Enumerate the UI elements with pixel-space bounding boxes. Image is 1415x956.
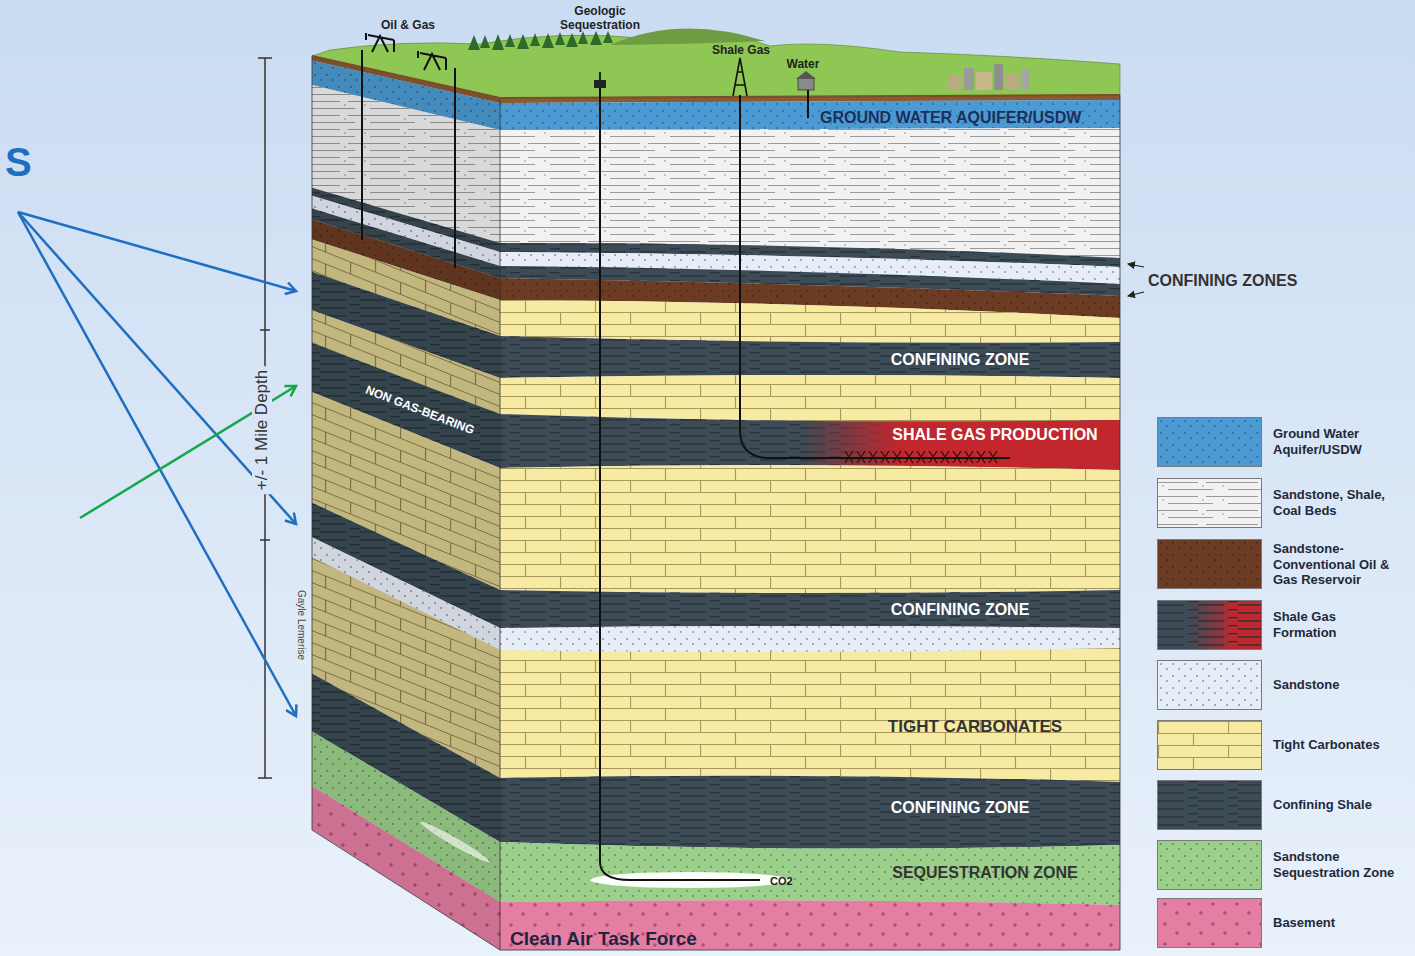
surface-label: Geologic Sequestration xyxy=(552,4,648,32)
layer-label: NON GAS-BEARING xyxy=(364,383,477,437)
rock-texture xyxy=(500,626,1120,652)
water-house xyxy=(796,71,816,90)
callout-letter: S xyxy=(5,140,32,185)
rock-layer xyxy=(500,375,1120,422)
credit: Gayle Lemerise xyxy=(296,590,307,660)
injection-wellhead xyxy=(594,72,606,88)
legend-swatch xyxy=(1157,600,1262,650)
swatch-texture xyxy=(1158,540,1262,589)
legend-swatch xyxy=(1157,660,1262,710)
legend-swatch xyxy=(1157,720,1262,770)
legend-text: Sandstone, Shale, Coal Beds xyxy=(1273,487,1401,518)
zone-label: CONFINING ZONES xyxy=(1148,272,1297,290)
side-shade xyxy=(312,56,500,950)
legend-swatch xyxy=(1157,539,1262,589)
legend-text: Basement xyxy=(1273,915,1401,931)
layer-label: SEQUESTRATION ZONE xyxy=(892,864,1078,882)
layer-label: CONFINING ZONE xyxy=(891,351,1030,369)
swatch-pattern xyxy=(1158,841,1262,890)
rock-layer xyxy=(500,414,1120,470)
legend-text: Tight Carbonates xyxy=(1273,737,1401,753)
swatch-pattern xyxy=(1158,479,1262,528)
swatch-pattern xyxy=(1158,601,1262,650)
swatch-texture xyxy=(1158,899,1262,948)
legend-text: Sandstone xyxy=(1273,677,1401,693)
swatch-texture xyxy=(1158,841,1262,890)
swatch-pattern xyxy=(1158,418,1262,467)
rock-texture xyxy=(500,842,1120,905)
rock-layer xyxy=(500,128,1120,258)
rock-layer xyxy=(500,300,1120,343)
rock-texture xyxy=(500,590,1120,628)
legend-swatch xyxy=(1157,840,1262,890)
zone-pointers xyxy=(1128,264,1144,296)
rock-layers xyxy=(312,56,1120,950)
swatch-pattern xyxy=(1158,781,1262,830)
rock-texture xyxy=(500,465,1120,593)
layer-label: CONFINING ZONE xyxy=(891,601,1030,619)
swatch-texture xyxy=(1158,601,1262,650)
credit: Clean Air Task Force xyxy=(510,928,697,950)
rock-layer xyxy=(500,626,1120,652)
rock-layer xyxy=(500,336,1120,378)
swatch-pattern xyxy=(1158,661,1262,710)
surface-label: Shale Gas xyxy=(712,43,770,57)
co2-plume xyxy=(418,819,491,866)
rock-texture xyxy=(500,100,1120,130)
swatch-texture xyxy=(1158,721,1262,770)
swatch-pattern xyxy=(1158,899,1262,948)
surface-label: Water xyxy=(787,57,820,71)
layer-label: SHALE GAS PRODUCTION xyxy=(892,426,1097,444)
rock-texture xyxy=(500,128,1120,258)
soil-edge xyxy=(312,56,1120,98)
swatch-gradient xyxy=(1158,601,1262,650)
layer-label: TIGHT CARBONATES xyxy=(888,717,1062,737)
legend-swatch xyxy=(1157,478,1262,528)
swatch-pattern xyxy=(1158,721,1262,770)
swatch-texture xyxy=(1158,479,1262,528)
legend-text: Sandstone-Conventional Oil & Gas Reservo… xyxy=(1273,541,1401,588)
swatch-pattern xyxy=(1158,540,1262,589)
rock-texture xyxy=(500,648,1120,782)
legend-text: Ground Water Aquifer/USDW xyxy=(1273,426,1401,457)
legend-swatch xyxy=(1157,898,1262,948)
gas-zone xyxy=(500,414,1120,470)
rock-layer xyxy=(500,465,1120,593)
rock-texture xyxy=(500,414,1120,470)
rock-texture xyxy=(500,336,1120,378)
rock-layer xyxy=(500,842,1120,905)
rock-layer xyxy=(500,648,1120,782)
legend-swatch xyxy=(1157,780,1262,830)
gas-label: CO2 xyxy=(770,875,793,887)
surface-label: Oil & Gas xyxy=(381,18,435,32)
rock-layer xyxy=(500,776,1120,849)
swatch-texture xyxy=(1158,418,1262,467)
drilling-rig xyxy=(733,58,747,96)
block-outline xyxy=(312,56,1120,950)
legend-text: Shale Gas Formation xyxy=(1273,609,1401,640)
buildings xyxy=(948,64,1030,90)
pointer-arrows xyxy=(18,212,296,716)
legend-text: Sandstone Sequestration Zone xyxy=(1273,849,1401,880)
pumpjacks xyxy=(366,33,446,70)
legend-swatch xyxy=(1157,417,1262,467)
rock-texture xyxy=(500,375,1120,422)
legend-text: Confining Shale xyxy=(1273,797,1401,813)
rock-texture xyxy=(500,300,1120,343)
rock-texture xyxy=(500,776,1120,849)
rock-texture xyxy=(500,900,1120,950)
wells xyxy=(362,50,1010,880)
rock-layer xyxy=(500,100,1120,130)
rock-layer xyxy=(500,900,1120,950)
swatch-texture xyxy=(1158,661,1262,710)
trees xyxy=(468,31,613,50)
rock-layer xyxy=(500,590,1120,628)
dimension-label: +/- 1 Mile Depth xyxy=(252,366,272,494)
layer-label: CONFINING ZONE xyxy=(891,799,1030,817)
layer-label: GROUND WATER AQUIFER/USDW xyxy=(820,109,1081,127)
swatch-texture xyxy=(1158,781,1262,830)
